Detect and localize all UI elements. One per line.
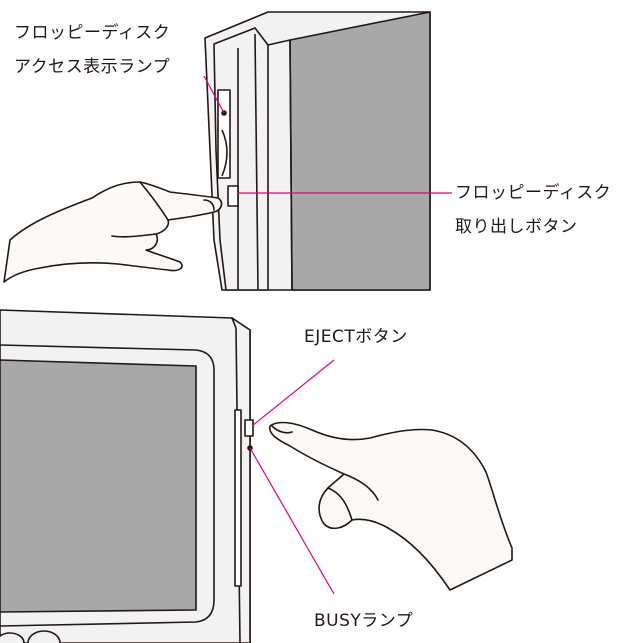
label-busy-lamp-text: BUSYランプ — [314, 611, 414, 631]
label-floppy-access-lamp-line1: フロッピーディスク — [14, 23, 171, 43]
top-hand-finger-line — [111, 233, 157, 238]
monitor-front-bezel — [0, 344, 215, 627]
label-floppy-eject-button-line2: 取り出しボタン — [455, 217, 578, 237]
control-knob-2[interactable] — [27, 630, 61, 643]
bottom-hand-thumb — [327, 487, 353, 521]
control-knob-1[interactable] — [0, 632, 25, 643]
bottom-hand-shape — [268, 421, 513, 591]
top-hand-fingernail — [203, 199, 215, 211]
bottom-leaders — [249, 359, 335, 595]
monitor-screen — [289, 11, 431, 291]
top-hand-knuckle — [139, 181, 169, 221]
top-figure-monitor-side — [204, 11, 431, 291]
leader-access-lamp — [203, 75, 225, 114]
front-floppy-slot — [234, 409, 242, 587]
floppy-slot-curve — [221, 129, 228, 177]
leader-busy — [249, 447, 335, 595]
bezel-inner-line-2 — [254, 33, 259, 291]
label-eject-button: EJECTボタン — [304, 320, 408, 354]
label-floppy-access-lamp: フロッピーディスク アクセス表示ランプ — [14, 16, 170, 84]
bottom-hand — [268, 421, 513, 591]
label-floppy-eject-button: フロッピーディスク 取り出しボタン — [455, 176, 611, 244]
bottom-hand-fingernail — [271, 425, 293, 434]
bottom-figure-monitor-front — [0, 309, 254, 643]
top-hand — [3, 181, 223, 283]
label-eject-button-text: EJECTボタン — [304, 327, 408, 347]
floppy-eject-button[interactable] — [227, 185, 239, 207]
label-busy-lamp: BUSYランプ — [314, 604, 413, 638]
label-floppy-access-lamp-line2: アクセス表示ランプ — [14, 57, 171, 77]
monitor-front-screen — [0, 359, 197, 613]
bottom-hand-knuckle — [343, 473, 379, 501]
label-floppy-eject-button-line1: フロッピーディスク — [455, 183, 612, 203]
eject-button[interactable] — [244, 419, 254, 437]
top-hand-shape — [3, 181, 223, 283]
monitor-screen-rim — [267, 39, 293, 291]
top-leaders — [203, 75, 452, 194]
leader-eject — [251, 359, 335, 427]
